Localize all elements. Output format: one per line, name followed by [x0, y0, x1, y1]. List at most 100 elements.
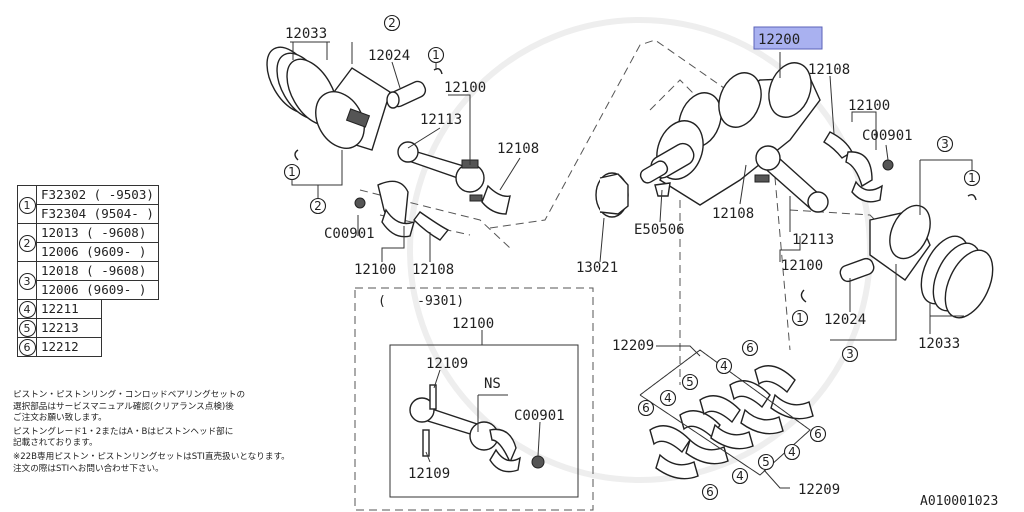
- legend-cell: 12018 ( -9608): [36, 261, 159, 281]
- legend-cell: F32304 (9504- ): [36, 204, 159, 224]
- note-line: 選択部品はサービスマニュアル確認(クリアランス点検)後: [13, 401, 234, 412]
- circle-ref-6-c: 6: [809, 425, 827, 443]
- label-12024-top[interactable]: 12024: [368, 48, 410, 64]
- circle-ref-4-b: 4: [659, 389, 677, 407]
- label-12108-right[interactable]: 12108: [808, 62, 850, 78]
- legend-num: 5: [17, 318, 37, 338]
- leader-line: [599, 217, 605, 263]
- leader-line: [851, 111, 877, 150]
- label-12113-left[interactable]: 12113: [420, 112, 462, 128]
- legend-table: 1 F32302 ( -9503) F32304 (9504- ) 2 1201…: [17, 185, 159, 357]
- circle-ref-6-b: 6: [637, 399, 655, 417]
- legend-row: 3 12018 ( -9608): [17, 261, 159, 300]
- dashed-outline-crank: [649, 79, 701, 111]
- label-12100-left[interactable]: 12100: [354, 262, 396, 278]
- label-12209-bottom[interactable]: 12209: [798, 482, 840, 498]
- label-13021[interactable]: 13021: [576, 260, 618, 276]
- leader-line: [537, 421, 541, 457]
- inset-inner-box: [389, 344, 579, 498]
- label-e50506[interactable]: E50506: [634, 222, 685, 238]
- legend-row: 12006 (9609- ): [18, 280, 159, 300]
- label-12108-center[interactable]: 12108: [712, 206, 754, 222]
- legend-circle-number: 3: [18, 272, 36, 290]
- legend-row: 12006 (9609- ): [18, 242, 159, 262]
- leader-line: [829, 75, 835, 135]
- legend-num: 2: [17, 223, 37, 262]
- leader-line: [885, 144, 889, 161]
- note-line: ピストン・ピストンリング・コンロッドベアリングセットの: [13, 390, 246, 400]
- circle-ref-3-right-low: 3: [841, 345, 859, 363]
- circle-ref-5-a: 5: [681, 373, 699, 391]
- legend-circle-number: 4: [18, 301, 36, 318]
- label-inset-12109-a[interactable]: 12109: [426, 356, 468, 372]
- leader-line: [381, 226, 405, 262]
- circle-ref-4-d: 4: [731, 467, 749, 485]
- label-12024-right[interactable]: 12024: [824, 312, 866, 328]
- svg-text:1: 1: [288, 165, 296, 179]
- leader-line: [448, 94, 471, 165]
- circle-ref-4-a: 4: [715, 357, 733, 375]
- legend-spacer: [102, 300, 159, 319]
- label-12209-top[interactable]: 12209: [612, 338, 654, 354]
- circle-ref-1-right: 1: [963, 169, 981, 187]
- label-inset-12109-b[interactable]: 12109: [408, 466, 450, 482]
- label-12108-left2[interactable]: 12108: [412, 262, 454, 278]
- label-12033-right[interactable]: 12033: [918, 336, 960, 352]
- leader-line: [659, 189, 663, 223]
- leader-line: [830, 264, 897, 341]
- circle-ref-6-d: 6: [701, 483, 719, 501]
- conrod-right: [754, 145, 829, 213]
- svg-text:1: 1: [432, 48, 440, 62]
- label-12200[interactable]: 12200: [758, 32, 800, 48]
- bearing-group-outline: [639, 349, 811, 476]
- label-12100-top[interactable]: 12100: [444, 80, 486, 96]
- label-12113-right[interactable]: 12113: [792, 232, 834, 248]
- notes-text: ピストン・ピストンリング・コンロッドベアリングセットの選択部品はサービスマニュア…: [13, 390, 358, 477]
- piston-rings-right: [920, 235, 994, 319]
- bearing-right-upper: [823, 131, 853, 159]
- legend-row: F32304 (9504- ): [18, 204, 159, 224]
- label-inset-ns: NS: [484, 376, 501, 392]
- circle-ref-4-c: 4: [783, 443, 801, 461]
- legend-cell: 12211: [36, 299, 102, 319]
- label-c00901-right[interactable]: C00901: [862, 128, 913, 144]
- svg-text:5: 5: [686, 375, 694, 389]
- legend-num: 4: [17, 299, 37, 319]
- note-paragraph: ※22B専用ピストン・ピストンリングセットはSTI直売扱いとなります。注文の際は…: [13, 452, 358, 475]
- highlight-12200: [753, 26, 823, 50]
- inset-conrod: [389, 344, 579, 498]
- legend-num: 1: [17, 185, 37, 224]
- legend-row: 6 12212: [17, 337, 159, 357]
- label-12100-right2[interactable]: 12100: [781, 258, 823, 274]
- leader-line: [763, 469, 790, 489]
- leader-line: [739, 164, 747, 205]
- bearing-cap-right: [845, 151, 894, 203]
- leader-line: [425, 451, 431, 463]
- label-12033-top[interactable]: 12033: [285, 26, 327, 42]
- svg-text:2: 2: [388, 16, 396, 30]
- leader-line: [920, 159, 973, 170]
- diagram-reference-id: A010001023: [920, 494, 999, 509]
- legend-circle-number: 6: [18, 339, 36, 356]
- legend-circle-number: 2: [18, 234, 36, 252]
- note-line: ※22B専用ピストン・ピストンリングセットはSTI直売扱いとなります。: [13, 451, 290, 462]
- crank-sprocket: [595, 172, 629, 218]
- svg-text:6: 6: [746, 341, 754, 355]
- label-12100-right[interactable]: 12100: [848, 98, 890, 114]
- label-c00901-left[interactable]: C00901: [324, 226, 375, 242]
- label-inset-12100[interactable]: 12100: [452, 316, 494, 332]
- svg-text:6: 6: [706, 485, 714, 499]
- circlip-right: [800, 289, 807, 303]
- circle-ref-2-top: 2: [383, 14, 401, 32]
- legend-spacer: [102, 338, 159, 357]
- label-inset-c00901[interactable]: C00901: [514, 408, 565, 424]
- legend-cell: 12212: [36, 337, 102, 357]
- piston-pin-left: [386, 80, 427, 109]
- circle-ref-5-b: 5: [757, 453, 775, 471]
- label-12108-left[interactable]: 12108: [497, 141, 539, 157]
- legend-row: 2 12013 ( -9608): [17, 223, 159, 262]
- label-inset-range: ( -9301): [378, 294, 464, 309]
- legend-row: 1 F32302 ( -9503): [17, 185, 159, 224]
- woodruff-key: [654, 182, 671, 197]
